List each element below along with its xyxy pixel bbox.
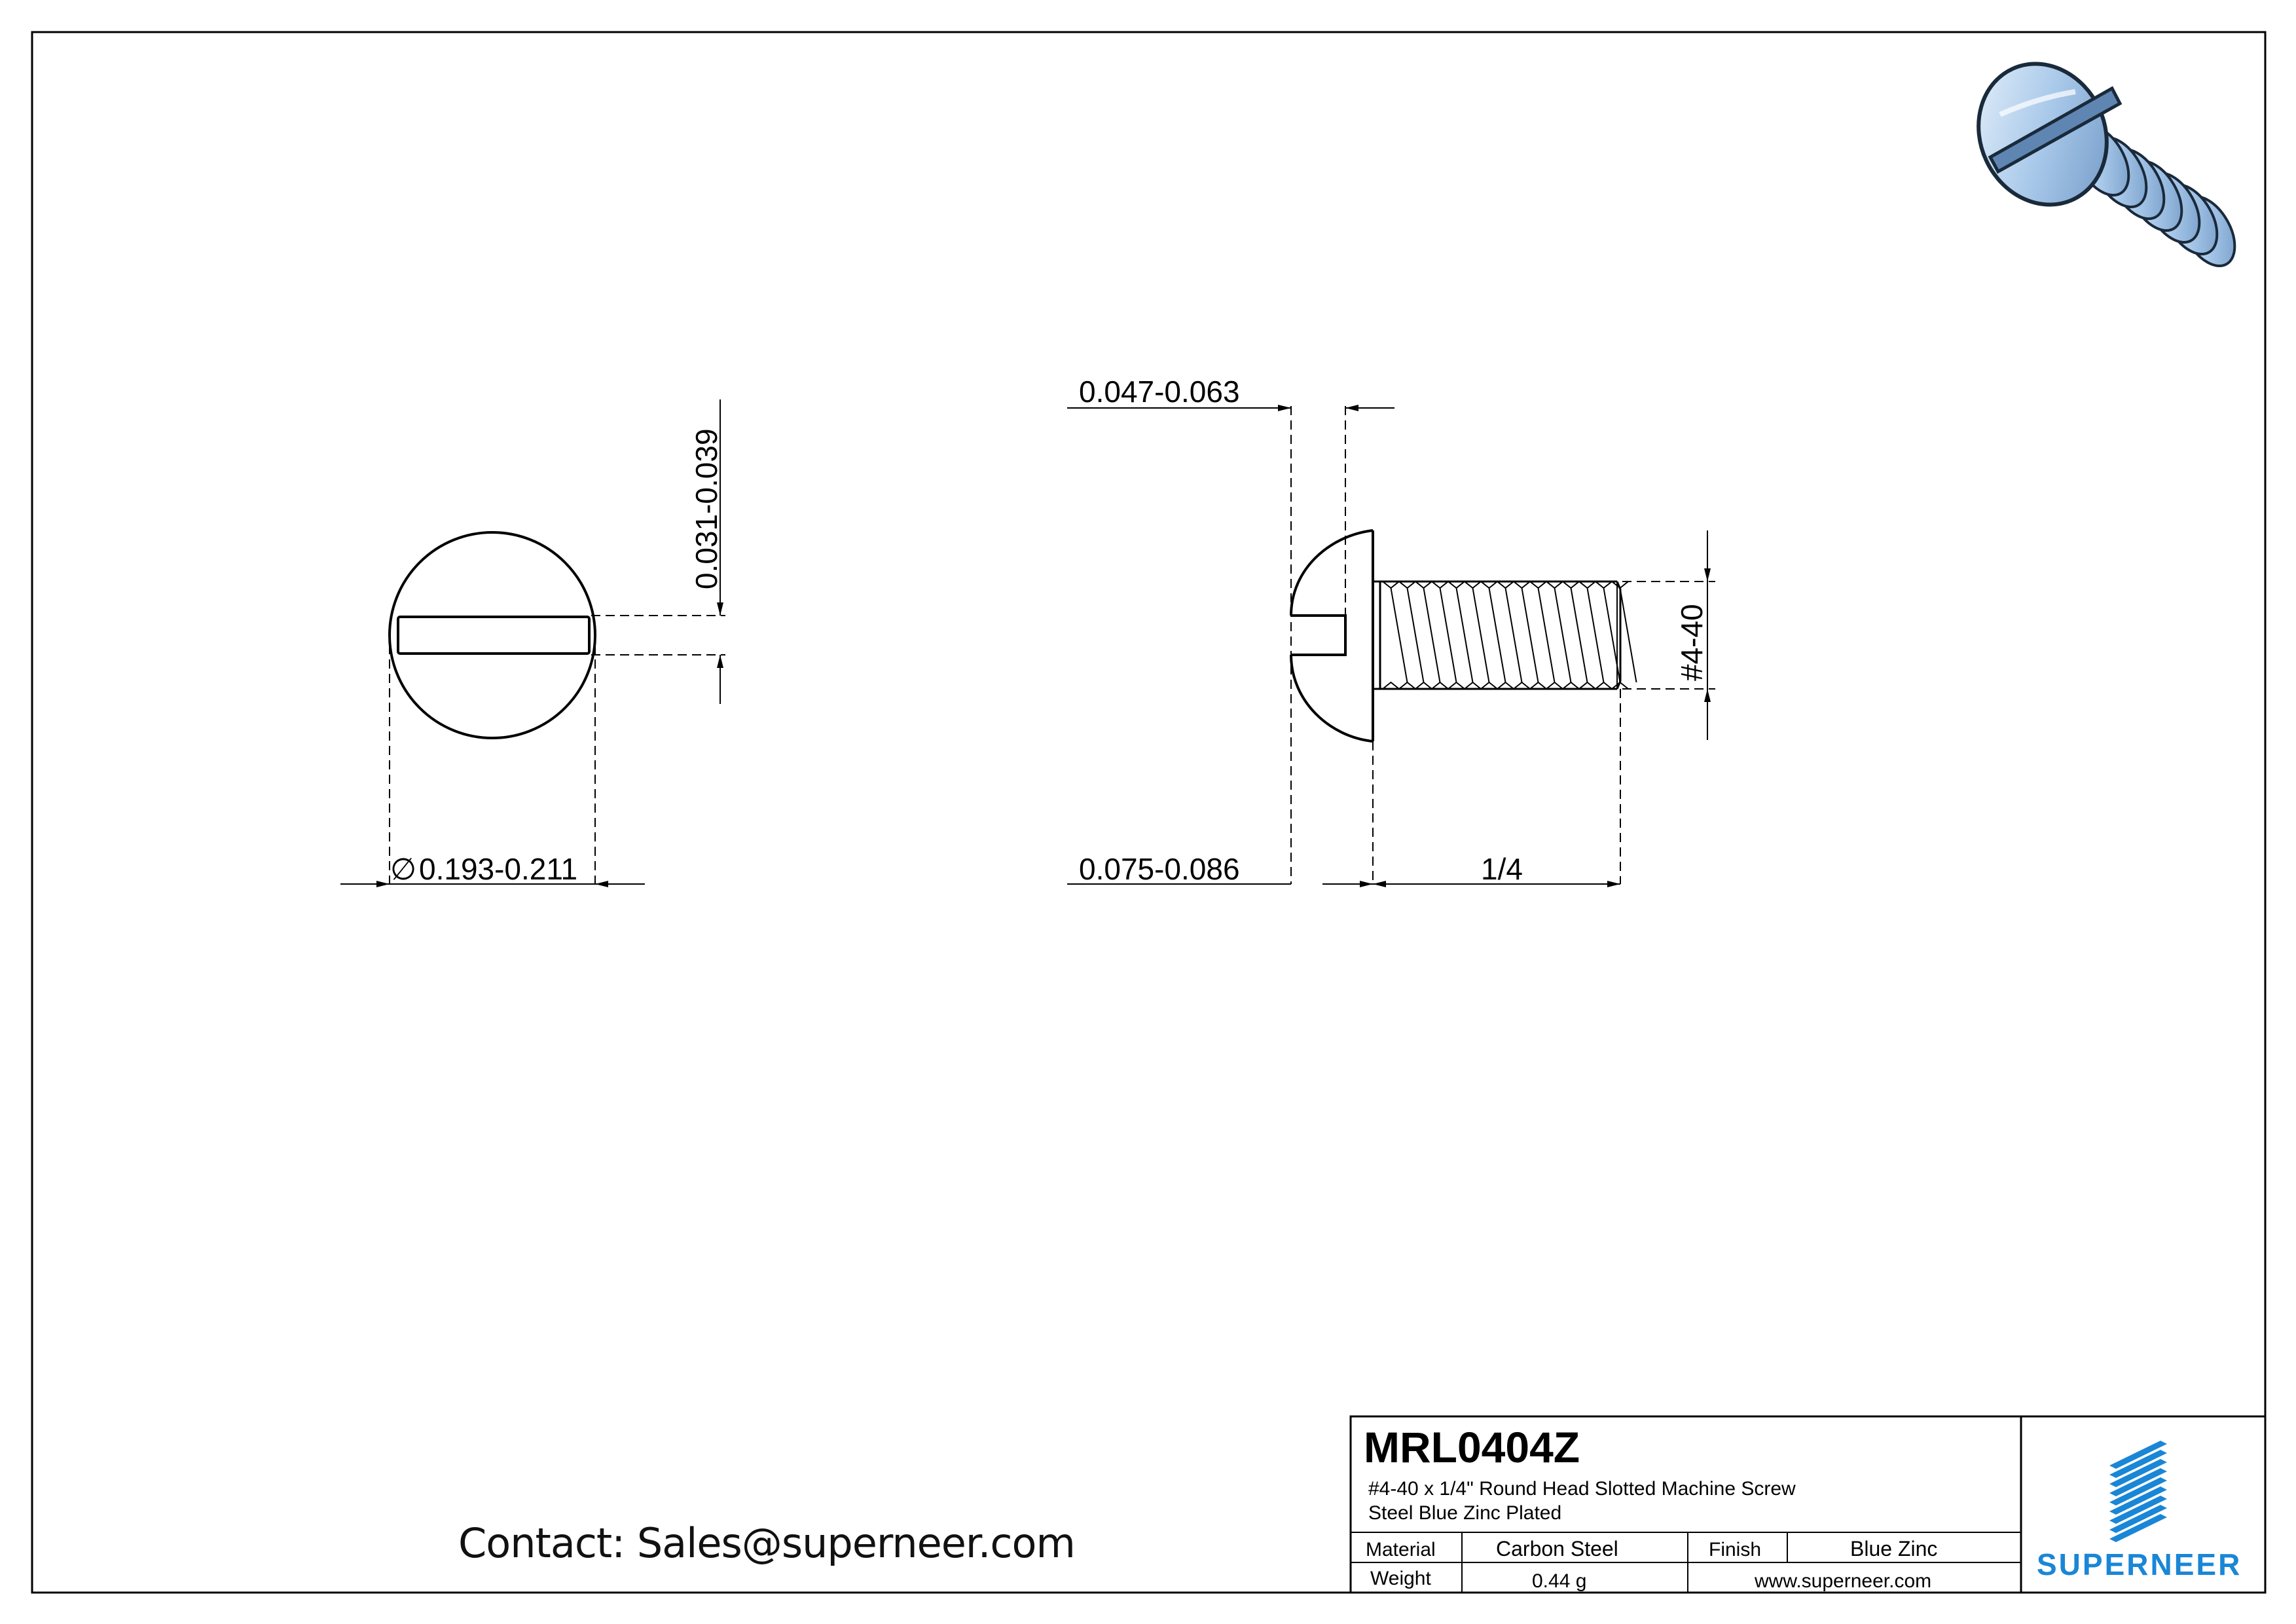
head-top-view xyxy=(388,531,725,884)
part-number: MRL0404Z xyxy=(1364,1423,1580,1471)
weight-value: 0.44 g xyxy=(1532,1570,1586,1592)
superneer-logo-icon xyxy=(2109,1441,2167,1542)
head-outline xyxy=(388,531,596,739)
title-block xyxy=(1349,1415,2267,1594)
finish-label: Finish xyxy=(1709,1539,1761,1560)
head-diameter-label: 0.193-0.211 xyxy=(419,852,577,886)
slot-width-label: 0.031-0.039 xyxy=(689,428,723,589)
head-height-label: 0.075-0.086 xyxy=(1079,852,1240,886)
screw-3d-render xyxy=(1977,62,2236,268)
description-line-1: #4-40 x 1/4" Round Head Slotted Machine … xyxy=(1368,1478,1796,1500)
thread-flanks xyxy=(1382,581,1637,690)
drawing-border xyxy=(31,31,2267,1594)
weight-label: Weight xyxy=(1370,1568,1431,1589)
thread-size-label: #4-40 xyxy=(1675,604,1709,681)
head-profile-bottom xyxy=(1290,654,1374,743)
material-label: Material xyxy=(1366,1539,1436,1560)
website-link[interactable]: www.superneer.com xyxy=(1754,1570,1931,1592)
screw-side-view xyxy=(1290,529,1622,743)
side-extension-lines xyxy=(1290,406,1715,884)
material-value: Carbon Steel xyxy=(1496,1537,1618,1560)
contact-email[interactable]: Contact: Sales@superneer.com xyxy=(458,1519,1076,1567)
head-profile-top xyxy=(1290,529,1374,616)
description-line-2: Steel Blue Zinc Plated xyxy=(1368,1502,1561,1524)
brand-name: SUPERNEER xyxy=(2037,1547,2242,1581)
finish-value: Blue Zinc xyxy=(1850,1537,1937,1560)
diameter-symbol: ∅ xyxy=(390,852,416,886)
slot-outline xyxy=(397,616,591,655)
length-label: 1/4 xyxy=(1481,852,1523,886)
slot-depth-label: 0.047-0.063 xyxy=(1079,375,1240,409)
